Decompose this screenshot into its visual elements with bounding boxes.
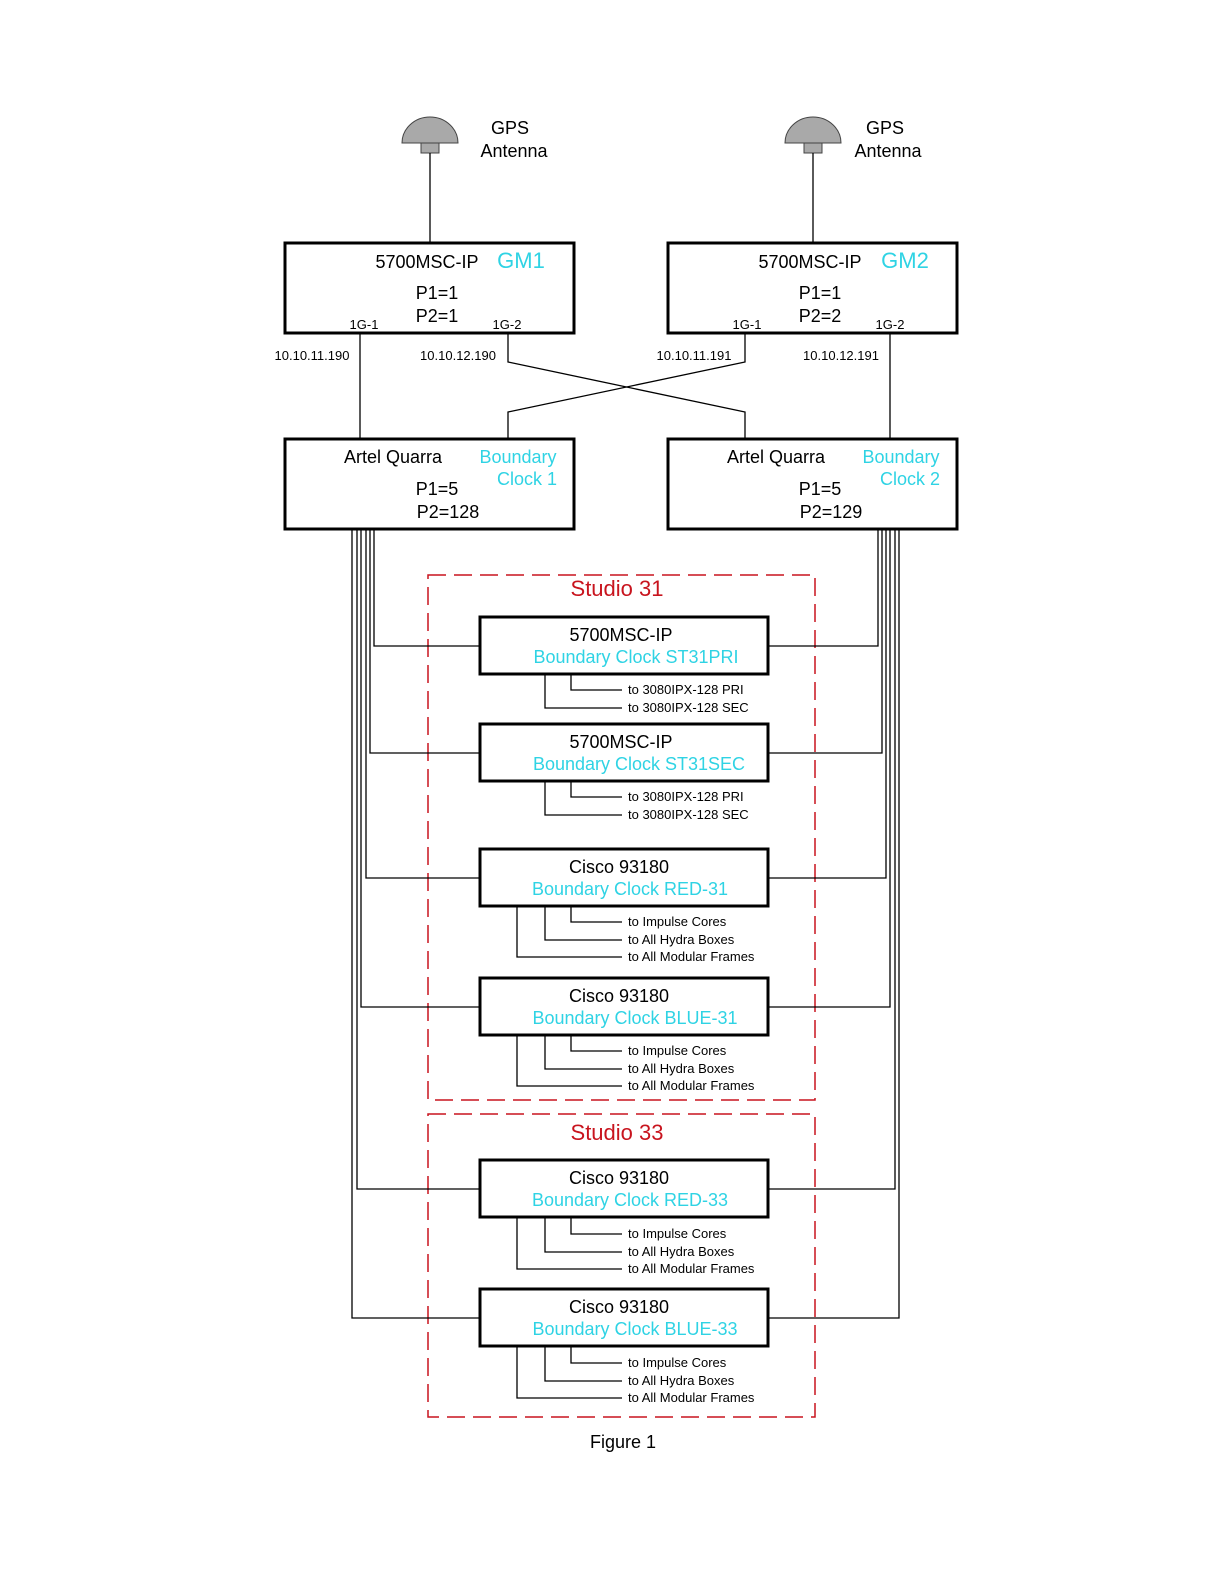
- antenna-label-line1: GPS: [866, 118, 904, 138]
- ip-label: 10.10.11.190: [275, 348, 350, 363]
- output-label: to Impulse Cores: [628, 1043, 727, 1058]
- ip-label: 10.10.12.191: [803, 348, 879, 363]
- device-outputs-blue-31: to Impulse Cores to All Hydra Boxes to A…: [516, 1035, 755, 1093]
- device-box-blue-33: Cisco 93180 Boundary Clock BLUE-33: [478, 1287, 770, 1348]
- device-outputs-red-31: to Impulse Cores to All Hydra Boxes to A…: [516, 906, 755, 964]
- device-label: Boundary Clock BLUE-31: [532, 1008, 737, 1028]
- gm-priority1: P1=1: [416, 283, 459, 303]
- device-label: Boundary Clock RED-31: [532, 879, 728, 899]
- output-label: to 3080IPX-128 SEC: [628, 700, 749, 715]
- boundary-tag-line1: Boundary: [479, 447, 556, 467]
- output-label: to Impulse Cores: [628, 1355, 727, 1370]
- antenna-label-line2: Antenna: [480, 141, 548, 161]
- boundary-priority2: P2=129: [800, 502, 863, 522]
- gps-antenna-right: GPS Antenna: [784, 116, 923, 243]
- output-label: to All Hydra Boxes: [628, 932, 735, 947]
- device-model: Cisco 93180: [569, 857, 669, 877]
- boundary-model: Artel Quarra: [727, 447, 826, 467]
- antenna-label-line2: Antenna: [854, 141, 922, 161]
- studio-title: Studio 31: [571, 576, 664, 601]
- antenna-label-line1: GPS: [491, 118, 529, 138]
- studio-33-frame: Studio 33: [427, 1113, 816, 1418]
- boundary-priority2: P2=128: [417, 502, 480, 522]
- device-model: 5700MSC-IP: [569, 732, 672, 752]
- studio-31-frame: Studio 31: [427, 574, 816, 1101]
- device-outputs-red-33: to Impulse Cores to All Hydra Boxes to A…: [516, 1217, 755, 1276]
- boundary-model: Artel Quarra: [344, 447, 443, 467]
- gm-port1-label: 1G-1: [733, 317, 762, 332]
- gm-port1-label: 1G-1: [350, 317, 379, 332]
- ip-label: 10.10.11.191: [657, 348, 732, 363]
- boundary-priority1: P1=5: [799, 479, 842, 499]
- device-label: Boundary Clock BLUE-33: [532, 1319, 737, 1339]
- grandmaster-box-gm1: 5700MSC-IP GM1 P1=1 P2=1 1G-1 1G-2: [283, 241, 576, 335]
- output-label: to All Modular Frames: [628, 1261, 755, 1276]
- gm-priority1: P1=1: [799, 283, 842, 303]
- device-model: 5700MSC-IP: [569, 625, 672, 645]
- boundary-tag-line1: Boundary: [862, 447, 939, 467]
- device-box-blue-31: Cisco 93180 Boundary Clock BLUE-31: [478, 976, 770, 1037]
- output-label: to 3080IPX-128 PRI: [628, 682, 744, 697]
- boundary-to-device-links: [351, 529, 900, 1319]
- device-outputs-st31sec: to 3080IPX-128 PRI to 3080IPX-128 SEC: [544, 781, 749, 822]
- boundary-tag-line2: Clock 2: [880, 469, 940, 489]
- gps-antenna-icon: [784, 116, 842, 154]
- gm-tag: GM1: [497, 248, 545, 273]
- output-label: to 3080IPX-128 PRI: [628, 789, 744, 804]
- device-label: Boundary Clock RED-33: [532, 1190, 728, 1210]
- device-outputs-st31pri: to 3080IPX-128 PRI to 3080IPX-128 SEC: [544, 674, 749, 715]
- device-box-red-31: Cisco 93180 Boundary Clock RED-31: [478, 847, 770, 908]
- device-model: Cisco 93180: [569, 1168, 669, 1188]
- gm-to-boundary-links: [359, 333, 891, 439]
- device-model: Cisco 93180: [569, 1297, 669, 1317]
- boundary-clock-box-2: Artel Quarra Boundary Clock 2 P1=5 P2=12…: [666, 437, 959, 531]
- output-label: to Impulse Cores: [628, 1226, 727, 1241]
- gm-port2-label: 1G-2: [493, 317, 522, 332]
- output-label: to All Hydra Boxes: [628, 1244, 735, 1259]
- output-label: to All Modular Frames: [628, 949, 755, 964]
- device-label: Boundary Clock ST31PRI: [533, 647, 738, 667]
- output-label: to 3080IPX-128 SEC: [628, 807, 749, 822]
- device-box-red-33: Cisco 93180 Boundary Clock RED-33: [478, 1158, 770, 1219]
- gps-antenna-left: GPS Antenna: [401, 116, 549, 243]
- device-label: Boundary Clock ST31SEC: [533, 754, 745, 774]
- output-label: to Impulse Cores: [628, 914, 727, 929]
- output-label: to All Modular Frames: [628, 1390, 755, 1405]
- output-label: to All Hydra Boxes: [628, 1373, 735, 1388]
- gm-priority2: P2=1: [416, 306, 459, 326]
- boundary-priority1: P1=5: [416, 479, 459, 499]
- gm-priority2: P2=2: [799, 306, 842, 326]
- gm-model: 5700MSC-IP: [375, 252, 478, 272]
- output-label: to All Hydra Boxes: [628, 1061, 735, 1076]
- studio-title: Studio 33: [571, 1120, 664, 1145]
- output-label: to All Modular Frames: [628, 1078, 755, 1093]
- gps-antenna-icon: [401, 116, 459, 154]
- device-outputs-blue-33: to Impulse Cores to All Hydra Boxes to A…: [516, 1346, 755, 1405]
- ip-label: 10.10.12.190: [420, 348, 496, 363]
- figure-caption: Figure 1: [590, 1432, 656, 1452]
- grandmaster-box-gm2: 5700MSC-IP GM2 P1=1 P2=2 1G-1 1G-2: [666, 241, 959, 335]
- device-box-st31pri: 5700MSC-IP Boundary Clock ST31PRI: [478, 615, 770, 676]
- boundary-clock-box-1: Artel Quarra Boundary Clock 1 P1=5 P2=12…: [283, 437, 576, 531]
- device-model: Cisco 93180: [569, 986, 669, 1006]
- gm-model: 5700MSC-IP: [758, 252, 861, 272]
- device-box-st31sec: 5700MSC-IP Boundary Clock ST31SEC: [478, 722, 770, 783]
- gm-tag: GM2: [881, 248, 929, 273]
- boundary-tag-line2: Clock 1: [497, 469, 557, 489]
- gm-port2-label: 1G-2: [876, 317, 905, 332]
